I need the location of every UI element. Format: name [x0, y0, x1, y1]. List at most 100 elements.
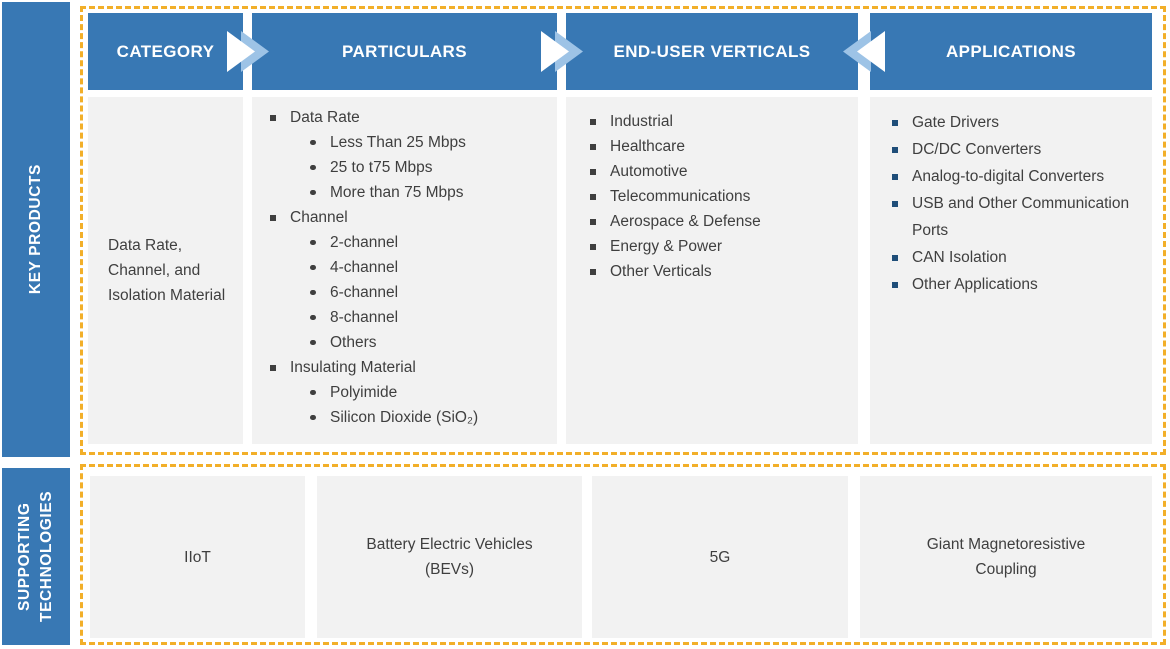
sub-list-item: 25 to t75 Mbps [264, 155, 551, 180]
sub-list-item: Less Than 25 Mbps [264, 130, 551, 155]
list-item: Insulating Material [264, 355, 551, 380]
list-item-label: 8-channel [330, 309, 399, 326]
supporting-technologies-label: SUPPORTING TECHNOLOGIES [16, 490, 55, 623]
list-item: Gate Drivers [886, 109, 1146, 136]
header-end-user-verticals: END-USER VERTICALS [566, 13, 858, 90]
list-item: Data Rate [264, 105, 551, 130]
list-item: Energy & Power [584, 234, 852, 259]
arrow-left-icon [842, 29, 886, 74]
list-item-label: 2-channel [330, 234, 399, 251]
list-item-label: Polyimide [330, 384, 398, 401]
square-bullet-icon [590, 243, 596, 250]
list-item-label: Industrial [610, 113, 673, 130]
list-item: Other Applications [886, 271, 1146, 298]
list-item: Aerospace & Defense [584, 209, 852, 234]
square-bullet-icon [590, 118, 596, 125]
sub-list-item: 8-channel [264, 305, 551, 330]
list-item-label: Silicon Dioxide (SiO₂) [330, 409, 479, 426]
list-item-label: Telecommunications [610, 188, 751, 205]
square-bullet-icon [590, 193, 596, 200]
technology-box-gmr: Giant Magnetoresistive Coupling [860, 476, 1152, 638]
list-item-label: Analog-to-digital Converters [912, 168, 1105, 185]
list-item: Automotive [584, 159, 852, 184]
list-item-label: Energy & Power [610, 238, 722, 255]
round-bullet-icon [310, 339, 316, 345]
header-particulars: PARTICULARS [252, 13, 557, 90]
list-item-label: Automotive [610, 163, 688, 180]
list-item: Healthcare [584, 134, 852, 159]
technology-box-bev: Battery Electric Vehicles (BEVs) [317, 476, 582, 638]
square-bullet-icon [590, 218, 596, 225]
key-products-sidebar: KEY PRODUCTS [2, 2, 70, 457]
header-end-user-verticals-label: END-USER VERTICALS [613, 41, 811, 61]
list-item-label: Gate Drivers [912, 114, 999, 131]
square-bullet-icon [892, 146, 898, 153]
list-item-label: Insulating Material [290, 359, 416, 376]
round-bullet-icon [310, 389, 316, 395]
round-bullet-icon [310, 189, 316, 195]
list-item: DC/DC Converters [886, 136, 1146, 163]
square-bullet-icon [270, 114, 276, 121]
round-bullet-icon [310, 239, 316, 245]
category-content-box: Data Rate, Channel, and Isolation Materi… [88, 97, 243, 444]
list-item-label: Other Applications [912, 276, 1038, 293]
round-bullet-icon [310, 264, 316, 270]
square-bullet-icon [892, 173, 898, 180]
square-bullet-icon [590, 143, 596, 150]
list-item-label: Aerospace & Defense [610, 213, 761, 230]
technology-label: 5G [709, 548, 731, 566]
list-item-label: 6-channel [330, 284, 399, 301]
header-category-label: CATEGORY [116, 41, 215, 61]
arrow-right-icon [226, 29, 270, 74]
square-bullet-icon [892, 281, 898, 288]
supporting-technologies-sidebar: SUPPORTING TECHNOLOGIES [2, 468, 70, 645]
list-item: CAN Isolation [886, 244, 1146, 271]
technology-label: Giant Magnetoresistive Coupling [926, 536, 1086, 578]
list-item-label: Healthcare [610, 138, 685, 155]
round-bullet-icon [310, 289, 316, 295]
sub-list-item: 2-channel [264, 230, 551, 255]
header-applications: APPLICATIONS [870, 13, 1152, 90]
sub-list-item: More than 75 Mbps [264, 180, 551, 205]
round-bullet-icon [310, 314, 316, 320]
supporting-technologies-dashed-frame [80, 464, 1166, 645]
square-bullet-icon [270, 214, 276, 221]
list-item-label: 4-channel [330, 259, 399, 276]
round-bullet-icon [310, 139, 316, 145]
arrow-right-icon [540, 29, 584, 74]
square-bullet-icon [590, 168, 596, 175]
sub-list-item: 6-channel [264, 280, 551, 305]
sub-list-item: Silicon Dioxide (SiO₂) [264, 405, 551, 430]
list-item-label: USB and Other Communication Ports [912, 195, 1130, 239]
list-item: USB and Other Communication Ports [886, 190, 1146, 244]
list-item: Industrial [584, 109, 852, 134]
sub-list-item: Others [264, 330, 551, 355]
list-item-label: CAN Isolation [912, 249, 1007, 266]
list-item-label: Other Verticals [610, 263, 712, 280]
sub-list-item: 4-channel [264, 255, 551, 280]
sub-list-item: Polyimide [264, 380, 551, 405]
category-text: Data Rate, Channel, and Isolation Materi… [108, 237, 226, 304]
technology-box-iiot: IIoT [90, 476, 305, 638]
header-applications-label: APPLICATIONS [945, 41, 1077, 61]
key-products-dashed-frame [80, 6, 1166, 455]
list-item-label: Data Rate [290, 109, 360, 126]
header-particulars-label: PARTICULARS [342, 41, 467, 61]
technology-label: Battery Electric Vehicles (BEVs) [366, 536, 533, 578]
list-item-label: DC/DC Converters [912, 141, 1042, 158]
list-item-label: Less Than 25 Mbps [330, 134, 466, 151]
list-item-label: Channel [290, 209, 348, 226]
list-item: Channel [264, 205, 551, 230]
square-bullet-icon [892, 254, 898, 261]
key-products-label: KEY PRODUCTS [27, 164, 44, 295]
square-bullet-icon [892, 119, 898, 126]
list-item: Telecommunications [584, 184, 852, 209]
technology-box-5g: 5G [592, 476, 848, 638]
